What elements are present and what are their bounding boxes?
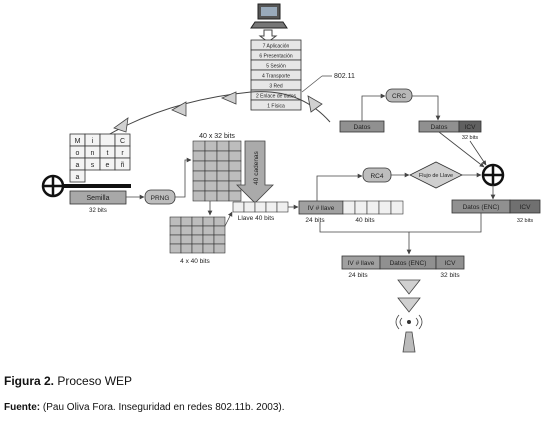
message-letter: i: [92, 138, 94, 145]
message-letter: a: [76, 174, 80, 181]
standard-label: 802.11: [334, 73, 355, 80]
xor-left-icon: [41, 174, 65, 198]
datos-icv-datos: Datos: [431, 124, 449, 131]
frame-datos-enc-label: Datos (ENC): [390, 260, 427, 267]
osi-stack: 7 Aplicación 6 Presentación 5 Sesión 4 T…: [250, 39, 302, 111]
osi-layer-3: 3 Red: [269, 84, 283, 90]
frame-iv-bits-label: 24 bits: [348, 272, 368, 279]
icv-label: ICV: [465, 124, 477, 131]
icv-enc-label: ICV: [520, 204, 532, 211]
osi-layer-6: 6 Presentación: [259, 54, 293, 60]
osi-layer-1: 1 Física: [267, 104, 285, 110]
flujo-label: Flujo de Llave: [419, 173, 453, 179]
icv-bits-label: 32 bits: [462, 135, 478, 141]
source-text: (Pau Oliva Fora. Inseguridad en redes 80…: [42, 402, 285, 413]
figure-source: Fuente: (Pau Oliva Fora. Inseguridad en …: [4, 402, 285, 413]
down-arrow-icon: [258, 29, 278, 43]
message-letter: C: [120, 138, 125, 145]
down-triangle-icon: [397, 279, 421, 295]
frame-icv-label: ICV: [445, 260, 457, 267]
crc-box: [385, 88, 413, 103]
frame-iv-label: IV # llave: [348, 260, 375, 267]
down-triangle-icon: [397, 297, 421, 313]
semilla-box: [69, 190, 127, 205]
grid-top-label: 40 x 32 bits: [199, 133, 235, 140]
datos-enc-label: Datos (ENC): [463, 204, 500, 211]
semilla-label: Semilla: [87, 195, 110, 202]
crc-label: CRC: [392, 93, 406, 100]
big-down-arrow-icon: [236, 140, 274, 204]
message-letter: ñ: [121, 162, 125, 169]
triangle-icon: [307, 95, 323, 113]
prng-label: PRNG: [151, 195, 170, 202]
computer-icon: [250, 3, 288, 29]
message-letter: n: [91, 150, 95, 157]
key-bits-label: 40 bits: [355, 217, 375, 224]
message-grid: [69, 133, 131, 183]
message-letter: e: [106, 162, 110, 169]
cadenas-label: 40 cadenas: [253, 150, 260, 184]
wireless-antenna-icon: [395, 314, 423, 353]
osi-layer-5: 5 Sesión: [266, 64, 286, 70]
osi-layer-2: 2 Enlace de datos: [256, 94, 297, 100]
osi-layer-7: 7 Aplicación: [263, 44, 290, 50]
iv-bits-label: 24 bits: [305, 217, 325, 224]
triangle-icon: [220, 91, 237, 105]
wep-process-diagram: 7 Aplicación 6 Presentación 5 Sesión 4 T…: [41, 3, 541, 353]
xor-right-icon: [481, 163, 505, 187]
rc4-label: RC4: [370, 173, 383, 180]
source-label: Fuente:: [4, 402, 41, 413]
flow-curve: [107, 91, 331, 136]
figure-label: Figura 2.: [4, 374, 55, 388]
message-letter: o: [76, 150, 80, 157]
datos-label: Datos: [354, 124, 372, 131]
message-letter: r: [121, 150, 124, 157]
figure-title: Proceso WEP: [57, 374, 133, 388]
keystream-grid: [192, 140, 242, 202]
thick-bar: [63, 184, 131, 188]
frame-icv-bits-label: 32 bits: [440, 272, 460, 279]
key-grid: [169, 216, 226, 254]
figure-caption: Figura 2. Proceso WEP: [4, 374, 132, 388]
message-letter: a: [76, 162, 80, 169]
triangle-icon: [113, 117, 129, 133]
osi-layer-4: 4 Transporte: [262, 74, 290, 80]
iv-key-cells: [342, 200, 404, 215]
message-letter: M: [75, 138, 81, 145]
message-letter: s: [91, 162, 95, 169]
iv-llave-label: IV # llave: [308, 205, 335, 212]
semilla-bits-label: 32 bits: [89, 208, 107, 214]
icv-enc-bits-label: 32 bits: [517, 218, 533, 224]
triangle-icon: [171, 101, 187, 117]
message-letter: t: [107, 150, 109, 157]
grid-bottom-label: 4 x 40 bits: [180, 258, 210, 265]
llave-cells: [232, 201, 289, 213]
llave-label: Llave 40 bits: [238, 215, 275, 222]
